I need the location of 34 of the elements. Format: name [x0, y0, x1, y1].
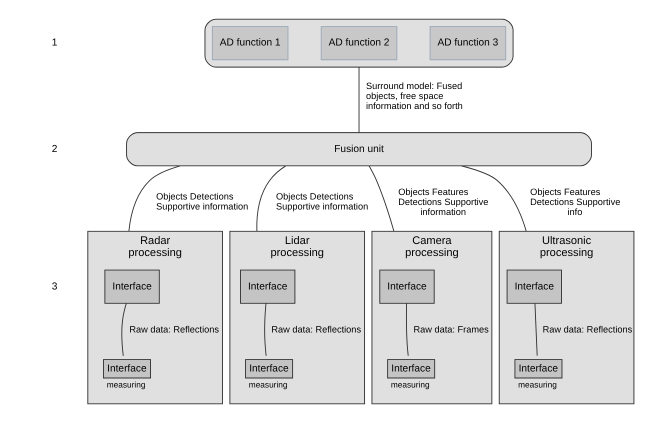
edge-label: Objects Features Detections Supportive information	[398, 186, 488, 218]
connector	[121, 303, 127, 356]
edge-label: Objects Detections Supportive information	[156, 192, 248, 212]
node-box: AD function 3	[430, 26, 506, 60]
node-box: Interface	[104, 270, 160, 304]
label: 3	[52, 281, 58, 292]
node-box: AD function 1	[212, 26, 288, 60]
connector	[264, 302, 267, 356]
edge-label: Objects Features Detections Supportive info	[530, 186, 620, 218]
edge-label: Objects Detections Supportive information	[276, 192, 368, 212]
node-box: Interface	[506, 270, 562, 304]
node-label: measuring	[518, 379, 557, 390]
node-label: measuring	[390, 379, 430, 390]
connector	[534, 303, 538, 356]
connector	[128, 165, 181, 232]
node-label: measuring	[248, 379, 288, 390]
node-label: measuring	[106, 379, 146, 390]
edge-label: Raw data: Reflections	[542, 324, 632, 334]
edge-label: Surround model: Fused objects, free space information and so forth	[366, 80, 463, 112]
connector	[461, 165, 527, 232]
label: 1	[52, 38, 58, 49]
node-box: Fusion unit	[126, 132, 592, 166]
node-box: AD function 2	[320, 26, 398, 60]
connector	[256, 165, 286, 232]
cluster	[204, 18, 514, 68]
connector	[368, 165, 394, 232]
node-box: Interface	[240, 270, 296, 304]
connector	[406, 302, 409, 356]
node-box: Interface	[379, 270, 435, 304]
edge-label: Raw data: Reflections	[129, 324, 219, 334]
edge-label: Raw data: Reflections	[271, 324, 362, 334]
label: 2	[52, 144, 58, 155]
connector	[358, 66, 360, 133]
edge-label: Raw data: Frames	[413, 324, 489, 334]
